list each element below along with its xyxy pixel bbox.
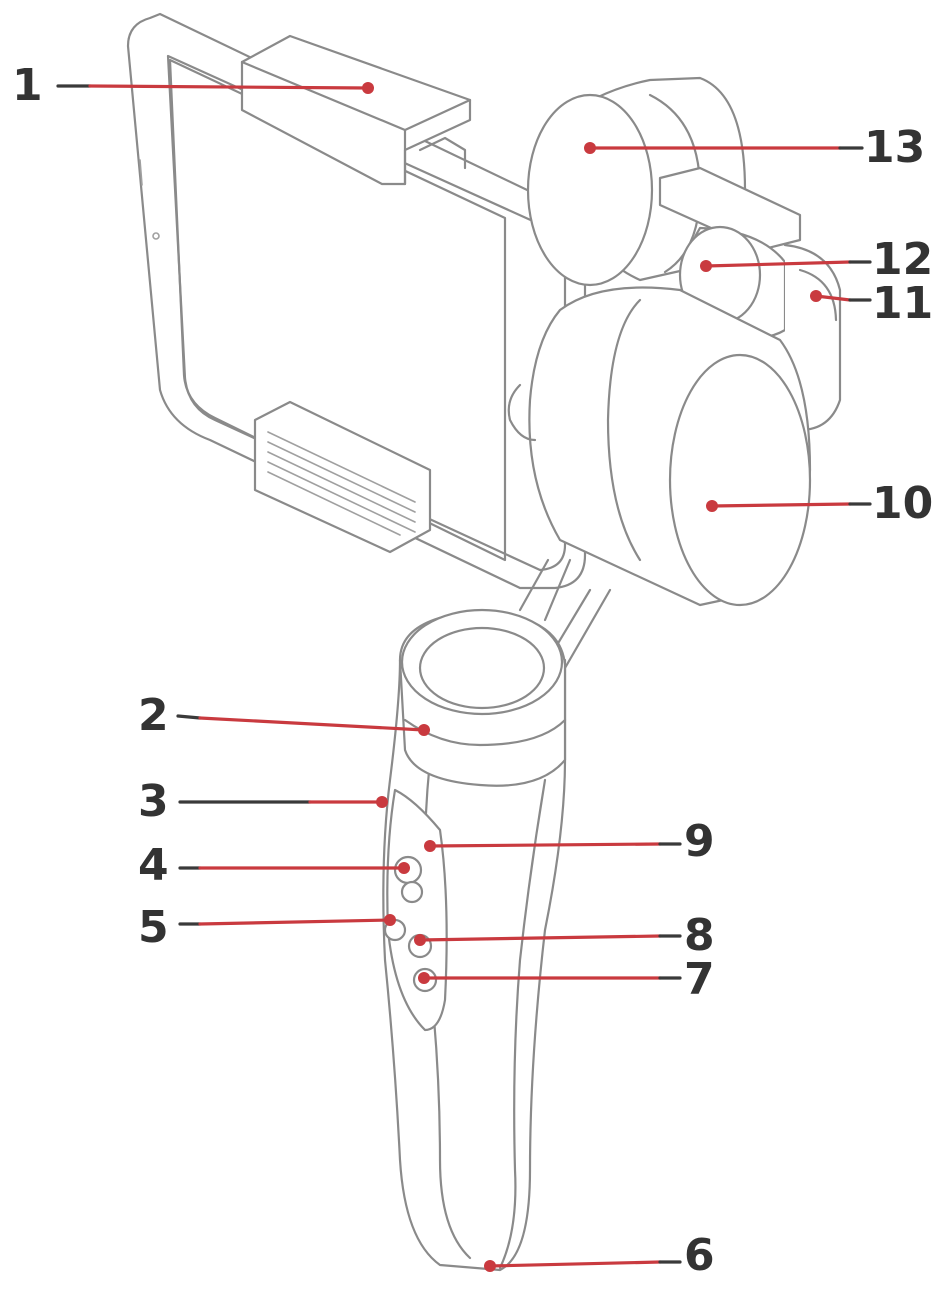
callout-2: 2 — [138, 690, 430, 741]
callout-4: 4 — [138, 840, 410, 891]
callout-label: 13 — [864, 122, 925, 173]
callout-1: 1 — [12, 60, 374, 111]
callout-5: 5 — [138, 902, 396, 953]
callout-label: 2 — [138, 690, 169, 741]
callout-label: 3 — [138, 776, 169, 827]
callout-7: 7 — [418, 954, 715, 1005]
callout-label: 4 — [138, 840, 169, 891]
callout-label: 11 — [872, 278, 933, 329]
callout-8: 8 — [414, 910, 715, 961]
callout-label: 7 — [684, 954, 715, 1005]
callout-10: 10 — [706, 478, 933, 529]
roll-arm — [658, 166, 842, 432]
callout-label: 8 — [684, 910, 715, 961]
callout-label: 5 — [138, 902, 169, 953]
callout-6: 6 — [484, 1230, 715, 1281]
callout-9: 9 — [424, 816, 715, 867]
callout-13: 13 — [584, 122, 925, 173]
callout-12: 12 — [700, 234, 933, 285]
handle — [382, 608, 567, 1272]
callout-label: 12 — [872, 234, 933, 285]
callout-11: 11 — [810, 278, 933, 329]
yaw-motor — [507, 286, 812, 607]
top-clamp — [240, 34, 472, 186]
callout-label: 9 — [684, 816, 715, 867]
callout-label: 1 — [12, 60, 43, 111]
callout-label: 10 — [872, 478, 933, 529]
bottom-clamp — [253, 400, 432, 554]
callout-label: 6 — [684, 1230, 715, 1281]
callout-3: 3 — [138, 776, 388, 827]
